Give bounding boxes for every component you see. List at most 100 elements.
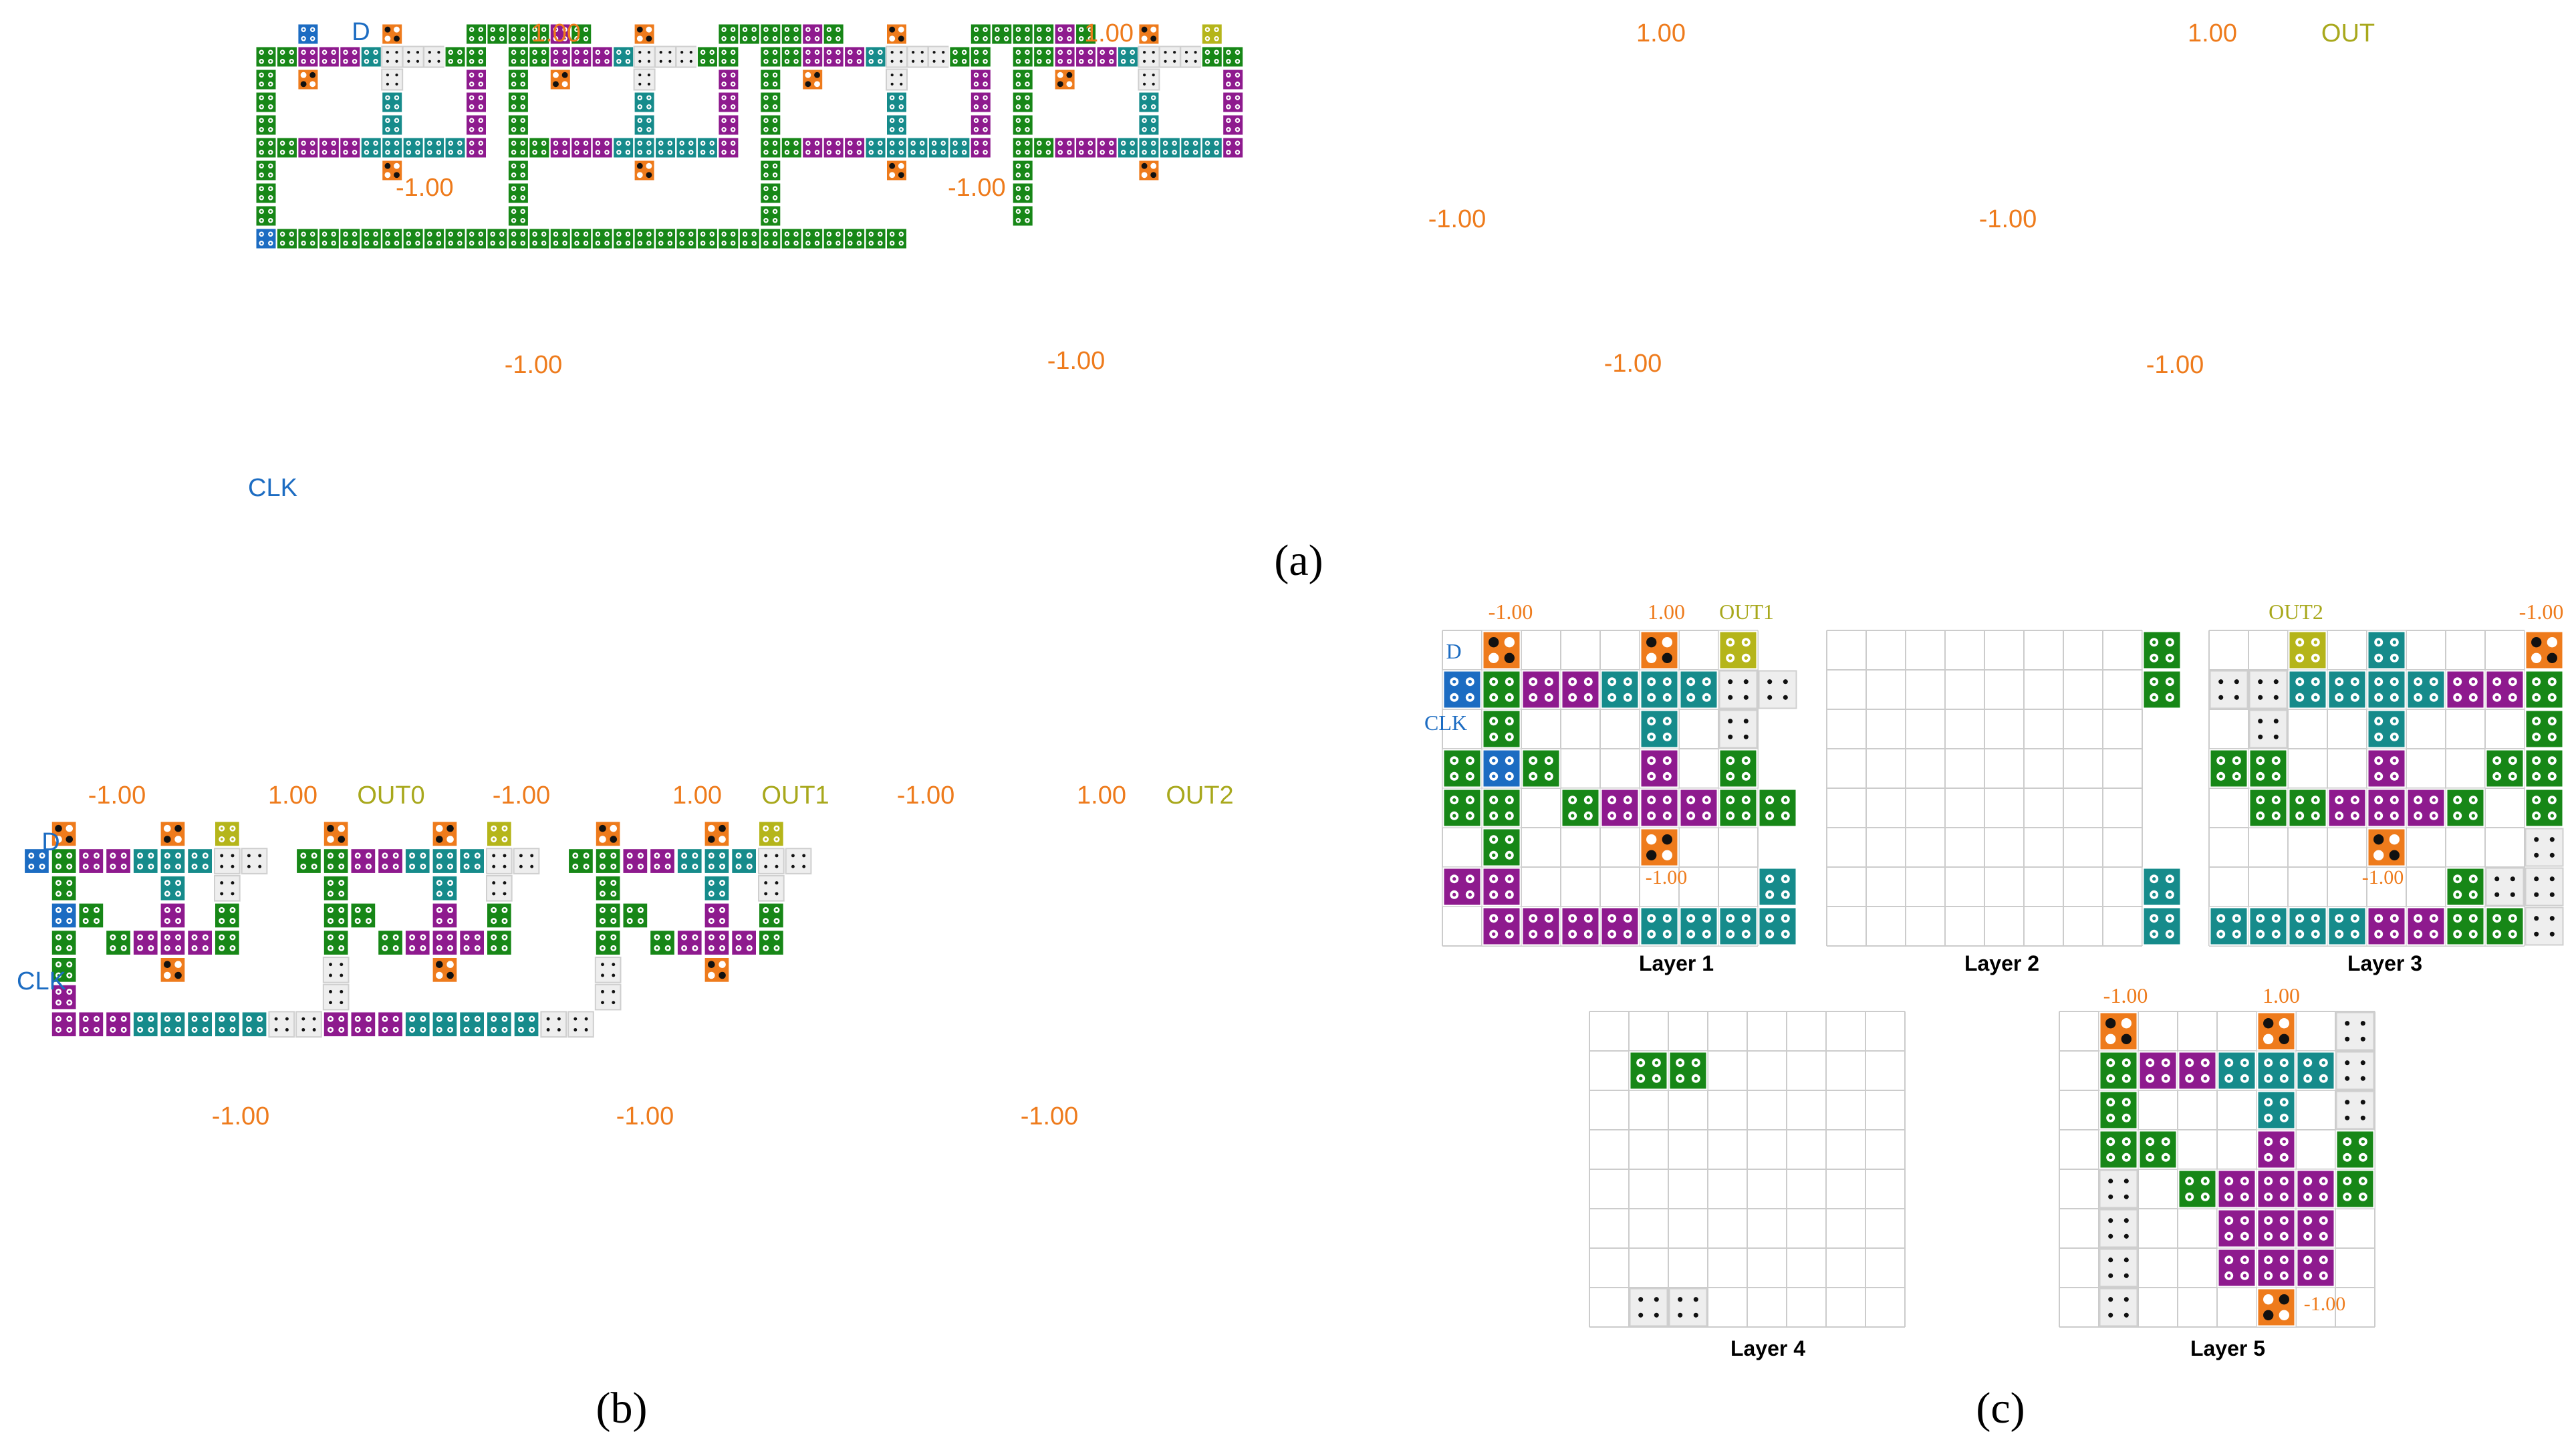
qca-cell-white [381, 68, 404, 91]
qca-cell-green [759, 68, 782, 91]
qca-cell-magenta [844, 45, 866, 68]
qca-cell-magenta [591, 136, 614, 159]
qca-cell-white [906, 45, 929, 68]
qca-cell-teal [633, 114, 656, 136]
qca-cell-green [255, 114, 277, 136]
qca-cell-green [759, 114, 782, 136]
qca-cell-green [780, 136, 803, 159]
qca-cell-green [780, 227, 803, 250]
qca-cell-green [594, 874, 622, 902]
qca-cell-green [2099, 1090, 2138, 1130]
qca-cell-white [1138, 68, 1160, 91]
qca-cell-green [649, 929, 676, 957]
qca-cell-green [322, 929, 350, 957]
qca-cell-magenta [297, 136, 319, 159]
qca-cell-magenta [317, 136, 340, 159]
panel-a-neg-label: -1.00 [1604, 350, 1662, 378]
qca-cell-teal [1200, 136, 1223, 159]
qca-cell-green [594, 848, 622, 874]
qca-cell-teal [864, 136, 887, 159]
qca-cell-teal [703, 874, 731, 902]
qca-cell-white [2099, 1169, 2138, 1209]
qca-cell-white [214, 874, 241, 902]
qca-cell-white [758, 874, 785, 902]
caption-a: (a) [1274, 536, 1323, 585]
qca-cell-magenta [1222, 114, 1245, 136]
qca-cell-teal [431, 848, 459, 874]
qca-cell-green [507, 136, 529, 159]
panel-b-neg-label: -1.00 [212, 1102, 270, 1130]
qca-cell-blue [255, 227, 277, 250]
qca-cell-teal [1180, 136, 1202, 159]
qca-cell-magenta [132, 929, 159, 957]
layer-title: Layer 3 [2347, 951, 2422, 975]
qca-cell-white [540, 1011, 567, 1038]
qca-cell-white [785, 848, 812, 874]
qca-cell-magenta [78, 1011, 105, 1038]
qca-cell-green [2525, 709, 2564, 749]
panel-b-out-label: OUT1 [761, 781, 829, 810]
qca-cell-magenta [570, 136, 593, 159]
qca-cell-orange [633, 23, 656, 45]
qca-cell-white [2099, 1248, 2138, 1288]
qca-cell-green [339, 227, 362, 250]
qca-cell-green [780, 45, 803, 68]
qca-cell-green [297, 227, 319, 250]
qca-cell-magenta [1600, 788, 1640, 828]
qca-cell-magenta [2296, 1169, 2335, 1209]
qca-cell-green [759, 182, 782, 205]
qca-cell-green [948, 45, 971, 68]
qca-cell-magenta [2257, 1209, 2296, 1248]
layer3-neg-label: -1.00 [2519, 600, 2564, 624]
panel-b-d-label: D [41, 828, 59, 856]
qca-cell-teal [241, 1011, 268, 1038]
qca-cell-green [50, 848, 78, 874]
qca-cell-green [507, 205, 529, 227]
qca-cell-green [444, 45, 467, 68]
qca-cell-orange [2257, 1011, 2296, 1051]
qca-cell-green [2525, 670, 2564, 709]
qca-cell-teal [886, 136, 908, 159]
qca-cell-magenta [1679, 788, 1718, 828]
qca-cell-magenta [159, 902, 186, 929]
qca-cell-green [675, 227, 698, 250]
qca-cell-green [780, 23, 803, 45]
qca-cell-green [1011, 136, 1034, 159]
qca-cell-white [886, 68, 908, 91]
qca-cell-teal [186, 1011, 213, 1038]
qca-cell-green [717, 45, 740, 68]
qca-cell-magenta [186, 929, 213, 957]
qca-cell-green [255, 182, 277, 205]
panel-a-neg-label: -1.00 [2146, 351, 2204, 379]
qca-cell-orange [2525, 630, 2564, 670]
panel-a: D CLK OUT 1.00 1.00 1.00 1.00 -1.00 -1.0… [248, 18, 2375, 585]
qca-cell-magenta [676, 929, 703, 957]
qca-cell-magenta [717, 136, 740, 159]
qca-cell-teal [431, 1011, 459, 1038]
qca-cell-white [214, 848, 241, 874]
qca-cell-green [717, 23, 740, 45]
qca-cell-green [549, 227, 571, 250]
qca-cell-magenta [1053, 45, 1076, 68]
qca-cell-green [255, 68, 277, 91]
qca-cell-green [759, 159, 782, 182]
qca-cell-teal [2288, 670, 2327, 709]
qca-cell-magenta [1053, 23, 1076, 45]
layer1-pos-label: 1.00 [1648, 600, 1685, 624]
qca-cell-magenta [1096, 136, 1118, 159]
qca-cell-blue [23, 848, 50, 874]
qca-cell-white [2209, 670, 2248, 709]
qca-cell-white [2099, 1288, 2138, 1327]
qca-cell-teal [1758, 907, 1797, 946]
qca-cell-green [759, 23, 782, 45]
qca-cell-green [2335, 1130, 2375, 1169]
qca-cell-green [2335, 1169, 2375, 1209]
qca-cell-white [675, 45, 698, 68]
panel-b-neg-label: -1.00 [88, 781, 146, 810]
qca-cell-teal [1718, 907, 1758, 946]
qca-cell-teal [2257, 1090, 2296, 1130]
qca-cell-white [1138, 45, 1160, 68]
qca-cell-magenta [2406, 788, 2446, 828]
qca-cell-white [486, 874, 513, 902]
qca-cell-orange [159, 820, 186, 848]
